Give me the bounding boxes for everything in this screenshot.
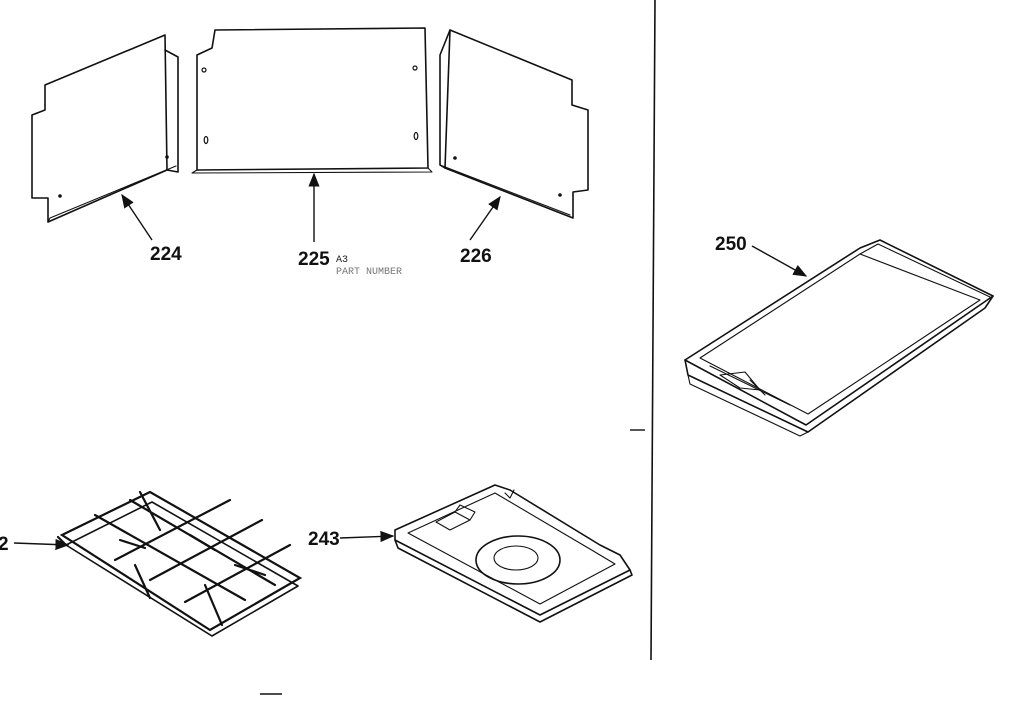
part-label-225-suffix: A3 <box>336 255 348 266</box>
part-label-225: 225 <box>298 249 330 270</box>
leader-226 <box>469 195 501 241</box>
side-panel-left-drawing <box>31 34 179 223</box>
griddle-drawing <box>684 239 994 437</box>
part-label-2: 2 <box>0 534 9 555</box>
side-panel-right-drawing <box>439 29 589 219</box>
burner-grate-drawing <box>56 490 303 637</box>
leader-224 <box>121 193 153 241</box>
part-label-250: 250 <box>715 234 747 255</box>
burner-bowl-drawing <box>394 484 633 623</box>
leader-243 <box>339 530 395 543</box>
back-panel-drawing <box>191 27 433 174</box>
leader-250 <box>751 245 808 277</box>
part-label-243: 243 <box>308 529 340 550</box>
part-label-226: 226 <box>460 246 492 267</box>
part-number-caption: PART NUMBER <box>336 267 402 278</box>
part-label-224: 224 <box>150 244 182 265</box>
leader-2 <box>13 538 70 551</box>
divider-line <box>650 0 656 661</box>
